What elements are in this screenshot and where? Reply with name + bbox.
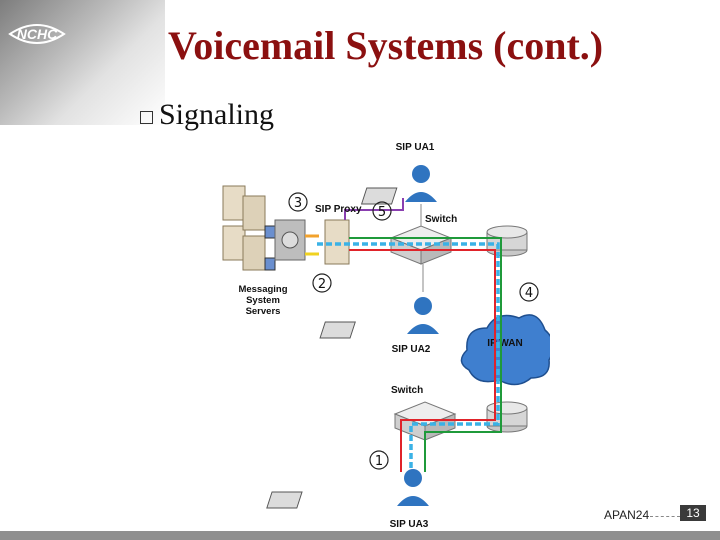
signal-path-red xyxy=(349,249,496,472)
footer-divider xyxy=(650,516,680,517)
bullet-item: Signaling xyxy=(140,98,274,132)
page-number: 13 xyxy=(680,505,706,521)
ua1-label: SIP UA1 xyxy=(396,142,435,153)
signal-path-cyan xyxy=(315,242,500,468)
signal-path-green xyxy=(349,237,502,472)
footer-text: APAN24 xyxy=(604,508,650,522)
step-marker-5: 5 xyxy=(372,201,392,221)
svg-text:2: 2 xyxy=(318,277,326,292)
step-marker-4: 4 xyxy=(519,282,539,302)
svg-text:NCHC: NCHC xyxy=(17,26,58,42)
bullet-text: Signaling xyxy=(159,98,275,131)
ip-wan-cloud: IP WAN xyxy=(460,314,550,386)
sip-ua1-icon xyxy=(360,165,437,205)
step-marker-2: 2 xyxy=(312,273,332,293)
ua3-label: SIP UA3 xyxy=(390,519,429,530)
svg-text:4: 4 xyxy=(525,286,533,301)
sip-proxy-icon xyxy=(274,219,350,265)
wan-label: IP WAN xyxy=(487,338,522,349)
svg-text:3: 3 xyxy=(294,196,302,211)
ua2-label: SIP UA2 xyxy=(392,344,431,355)
svg-text:5: 5 xyxy=(378,205,386,220)
router-bottom xyxy=(486,401,528,433)
router-top xyxy=(486,225,528,257)
messaging-servers-icon xyxy=(222,185,276,271)
messaging-label-2: System xyxy=(246,295,280,306)
corner-gradient xyxy=(0,0,165,125)
signal-path-purple xyxy=(344,198,404,220)
step-marker-1: 1 xyxy=(369,450,389,470)
step-marker-3: 3 xyxy=(288,192,308,212)
bullet-square-icon xyxy=(140,110,153,124)
switch-bottom-label: Switch xyxy=(391,385,423,396)
messaging-label-3: Servers xyxy=(246,306,281,317)
bottom-bar xyxy=(0,531,720,540)
signaling-diagram: IP WAN xyxy=(222,142,550,530)
sip-ua2-icon xyxy=(319,297,439,339)
switch-top-label: Switch xyxy=(425,214,457,225)
slide-title: Voicemail Systems (cont.) xyxy=(168,23,604,68)
nchc-logo: NCHC xyxy=(8,24,66,44)
sip-ua3-icon xyxy=(266,469,429,509)
svg-text:1: 1 xyxy=(375,454,383,469)
proxy-label: SIP Proxy xyxy=(315,204,362,215)
messaging-label-1: Messaging xyxy=(238,284,287,295)
